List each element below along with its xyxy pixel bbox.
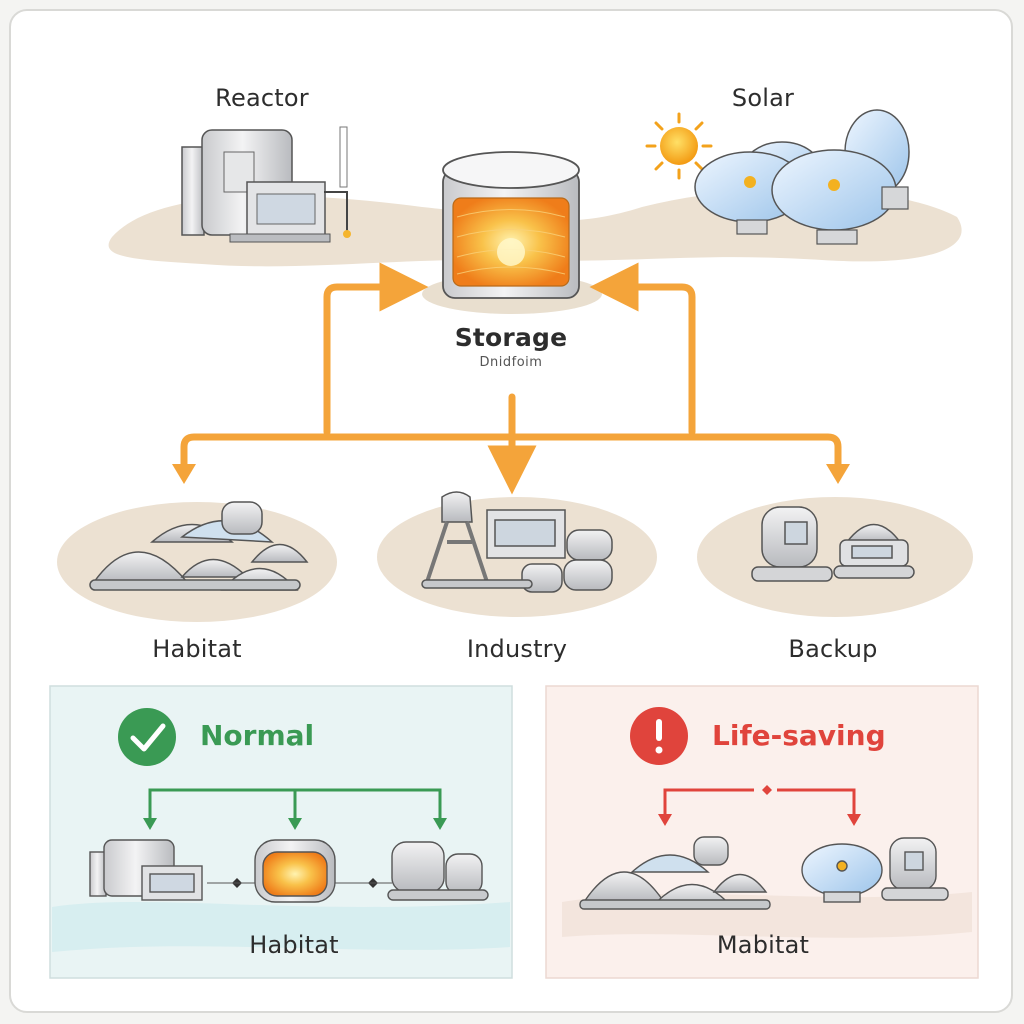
life-saving-habitat-illustration bbox=[579, 836, 771, 910]
storage-illustration bbox=[422, 151, 602, 314]
normal-reactor-illustration bbox=[89, 839, 203, 901]
flow-arrows-top bbox=[180, 262, 842, 495]
backup-label: Backup bbox=[788, 635, 878, 663]
normal-mode-panel bbox=[49, 685, 513, 979]
backup-illustration bbox=[751, 506, 915, 582]
normal-storage-illustration bbox=[254, 839, 336, 903]
terrain-backup bbox=[697, 497, 973, 617]
life-saving-arrows bbox=[663, 788, 856, 817]
terrain-habitat bbox=[57, 502, 337, 622]
distribution-bar bbox=[180, 433, 842, 476]
industry-illustration bbox=[421, 491, 613, 593]
normal-mode-title: Normal bbox=[200, 719, 315, 752]
storage-label: Storage bbox=[454, 323, 568, 352]
life-saving-footer-label: Mabitat bbox=[716, 931, 810, 959]
normal-backup-illustration bbox=[387, 841, 489, 901]
sun-icon bbox=[645, 112, 713, 180]
reactor-illustration bbox=[181, 126, 351, 243]
storage-sublabel: Dnidfoim bbox=[479, 355, 543, 370]
life-saving-backup-illustration bbox=[801, 837, 949, 903]
reactor-label: Reactor bbox=[215, 84, 309, 112]
normal-distribution-arrows bbox=[148, 788, 442, 822]
check-circle-icon bbox=[118, 708, 176, 766]
habitat-label: Habitat bbox=[152, 635, 242, 663]
diagram-frame: Reactor Solar Storage Dnidfoim Habitat I… bbox=[9, 9, 1013, 1013]
solar-panels-illustration bbox=[694, 109, 910, 245]
industry-label: Industry bbox=[466, 635, 568, 663]
power-flow-diagram bbox=[49, 109, 979, 979]
alert-circle-icon bbox=[630, 707, 688, 765]
life-saving-mode-title: Life-saving bbox=[712, 719, 886, 752]
arrow-reactor-to-storage bbox=[323, 262, 429, 436]
normal-footer-label: Habitat bbox=[249, 931, 339, 959]
life-saving-mode-panel bbox=[545, 685, 979, 979]
solar-label: Solar bbox=[731, 84, 795, 112]
arrow-solar-to-storage bbox=[589, 262, 696, 436]
distribution-arrowheads bbox=[172, 464, 850, 484]
habitat-illustration bbox=[89, 501, 309, 591]
